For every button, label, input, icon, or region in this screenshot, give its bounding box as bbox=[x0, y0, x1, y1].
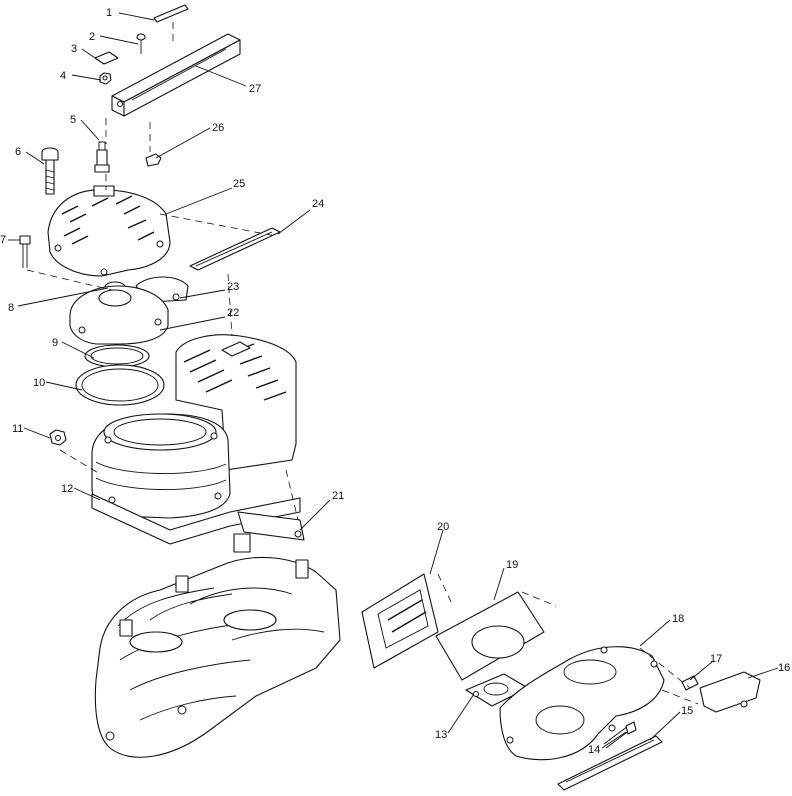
callout-2: 2 bbox=[89, 31, 95, 43]
callout-labels: 1 2 3 4 5 6 7 8 9 10 11 12 13 14 15 16 1… bbox=[0, 7, 790, 756]
part-bracket-16 bbox=[699, 671, 761, 713]
part-nut-11 bbox=[49, 429, 67, 446]
part-plate-3 bbox=[94, 51, 119, 65]
callout-22: 22 bbox=[227, 307, 239, 319]
callout-19: 19 bbox=[506, 559, 518, 571]
callout-4: 4 bbox=[60, 70, 66, 82]
callout-20: 20 bbox=[437, 521, 449, 533]
part-bolt-14 bbox=[603, 721, 637, 749]
callout-13: 13 bbox=[435, 729, 447, 741]
callout-10: 10 bbox=[33, 377, 45, 389]
callout-3: 3 bbox=[71, 43, 77, 55]
callout-25: 25 bbox=[233, 178, 245, 190]
part-spark-plug-6 bbox=[41, 147, 59, 195]
callout-6: 6 bbox=[15, 146, 21, 158]
callout-15: 15 bbox=[681, 705, 693, 717]
part-base-gasket-21 bbox=[237, 511, 305, 541]
callout-17: 17 bbox=[710, 653, 722, 665]
part-bolt-17 bbox=[681, 675, 699, 691]
callout-12: 12 bbox=[61, 483, 73, 495]
part-strip-15 bbox=[557, 735, 663, 791]
callout-8: 8 bbox=[8, 302, 14, 314]
part-clip-26 bbox=[145, 153, 162, 167]
callout-11: 11 bbox=[12, 423, 23, 435]
callout-5: 5 bbox=[70, 114, 76, 126]
part-stud-1 bbox=[153, 4, 189, 23]
part-rear-cylinder bbox=[175, 334, 297, 471]
callout-1: 1 bbox=[106, 7, 112, 19]
callout-23: 23 bbox=[227, 281, 239, 293]
callout-16: 16 bbox=[778, 662, 790, 674]
part-crankcase bbox=[94, 533, 341, 758]
part-intake-plate-19 bbox=[435, 591, 545, 681]
callout-21: 21 bbox=[332, 490, 344, 502]
callout-26: 26 bbox=[212, 122, 224, 134]
callout-14: 14 bbox=[588, 744, 600, 756]
part-nut-4 bbox=[99, 72, 112, 85]
part-gasket-ring-9 bbox=[84, 344, 150, 368]
assembly-lines bbox=[26, 22, 699, 705]
part-head-22 bbox=[69, 285, 169, 345]
part-rail-27 bbox=[111, 33, 241, 117]
part-bolt-7 bbox=[19, 235, 31, 268]
leader-lines bbox=[8, 12, 779, 749]
part-reed-valve-20 bbox=[361, 573, 439, 669]
part-fitting-5 bbox=[94, 141, 110, 173]
part-cylinder-12 bbox=[91, 413, 301, 545]
part-screw-2 bbox=[136, 33, 146, 54]
callout-7: 7 bbox=[0, 234, 6, 246]
part-head-cover-25 bbox=[47, 185, 171, 277]
callout-27: 27 bbox=[249, 83, 261, 95]
callout-9: 9 bbox=[52, 337, 58, 349]
part-manifold-gasket-18 bbox=[499, 646, 665, 761]
callout-24: 24 bbox=[312, 198, 324, 210]
callout-18: 18 bbox=[672, 613, 684, 625]
part-ring-10 bbox=[75, 364, 165, 406]
